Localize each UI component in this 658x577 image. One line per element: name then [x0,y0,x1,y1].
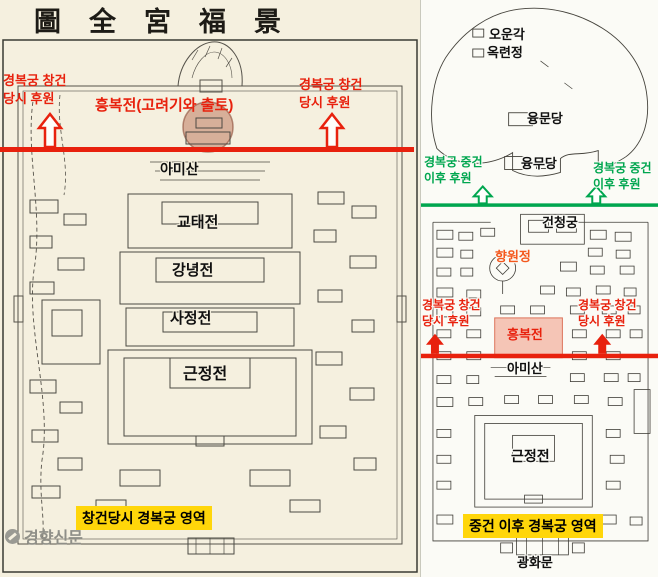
palace-buildings [29,117,377,555]
modern-map-annotation-graphics [421,184,658,359]
geunjeongjeon-label: 근정전 [183,366,228,383]
annotation-original-garden-right: 경복궁 창건 당시 후원 [578,298,637,329]
palace-buildings [432,213,651,556]
rebuilt-extent-green-line [421,203,658,207]
khan-logo-icon [5,528,20,544]
khan-watermark-text: 경향신문 [24,530,83,547]
annotation-rebuilt-garden-left: 경복궁 중건 이후 후원 [424,155,483,186]
old-map-title: 圖全宮福景 [34,7,309,37]
original-extent-red-line [0,147,414,152]
old-map-annotation-graphics [0,111,414,152]
rebuilt-extent-tag: 중건 이후 경복궁 영역 [463,514,603,538]
oungak-label: 오운각 [489,27,525,42]
annotation-original-garden-left: 경복궁 창건 당시 후원 [3,73,67,106]
old-map-frame [2,39,418,573]
hyangwonjeong-label: 향원정 [495,249,531,264]
geoncheonggung-label: 건청궁 [542,215,578,230]
heungbokjeon-label: 흥복전 [507,327,543,342]
okryeonjeong-label: 옥련정 [487,45,523,60]
amisan-label: 아미산 [507,361,543,376]
heungbokjeon-highlight-box [494,317,563,359]
up-arrow-icon [593,333,612,354]
gangnyeongjeon-label: 강녕전 [172,262,214,279]
annotation-original-garden-left: 경복궁 창건 당시 후원 [422,298,481,329]
up-arrow-icon [585,184,608,205]
geunjeongjeon-label: 근정전 [511,448,550,464]
old-map-drawing [2,39,418,573]
old-map-panel: 圖全宮福景 경복궁 창건 당시 후원 흥복전(고려기와 출토) 경복궁 창건 당… [0,0,420,577]
gwanghwamun-label: 광화문 [517,555,553,570]
khan-watermark: 경향신문 [5,524,83,548]
annotation-original-garden-right: 경복궁 창건 당시 후원 [299,77,363,110]
annotation-heungbokjeon-excavation: 흥복전(고려기와 출토) [95,97,234,114]
sajeongjeon-label: 사정전 [170,310,212,327]
annotation-rebuilt-garden-right: 경복궁 중건 이후 후원 [593,161,652,192]
gyotaejeon-label: 교태전 [177,214,219,231]
modern-map-drawing [431,7,651,556]
original-extent-red-line [421,353,658,359]
yungmundang-label: 융문당 [527,111,563,126]
modern-map-panel: 오운각 옥련정 융문당 융무당 경복궁 중건 이후 후원 경복궁 중건 이후 후… [420,0,658,577]
amisan-label: 아미산 [160,161,199,177]
yungmudang-label: 융무당 [521,156,557,171]
up-arrow-icon [318,111,346,149]
up-arrow-icon [425,333,444,354]
original-extent-tag: 창건당시 경복궁 영역 [76,506,212,530]
rear-hill-outline [431,7,649,177]
up-arrow-icon [471,184,494,205]
up-arrow-icon [36,111,64,149]
